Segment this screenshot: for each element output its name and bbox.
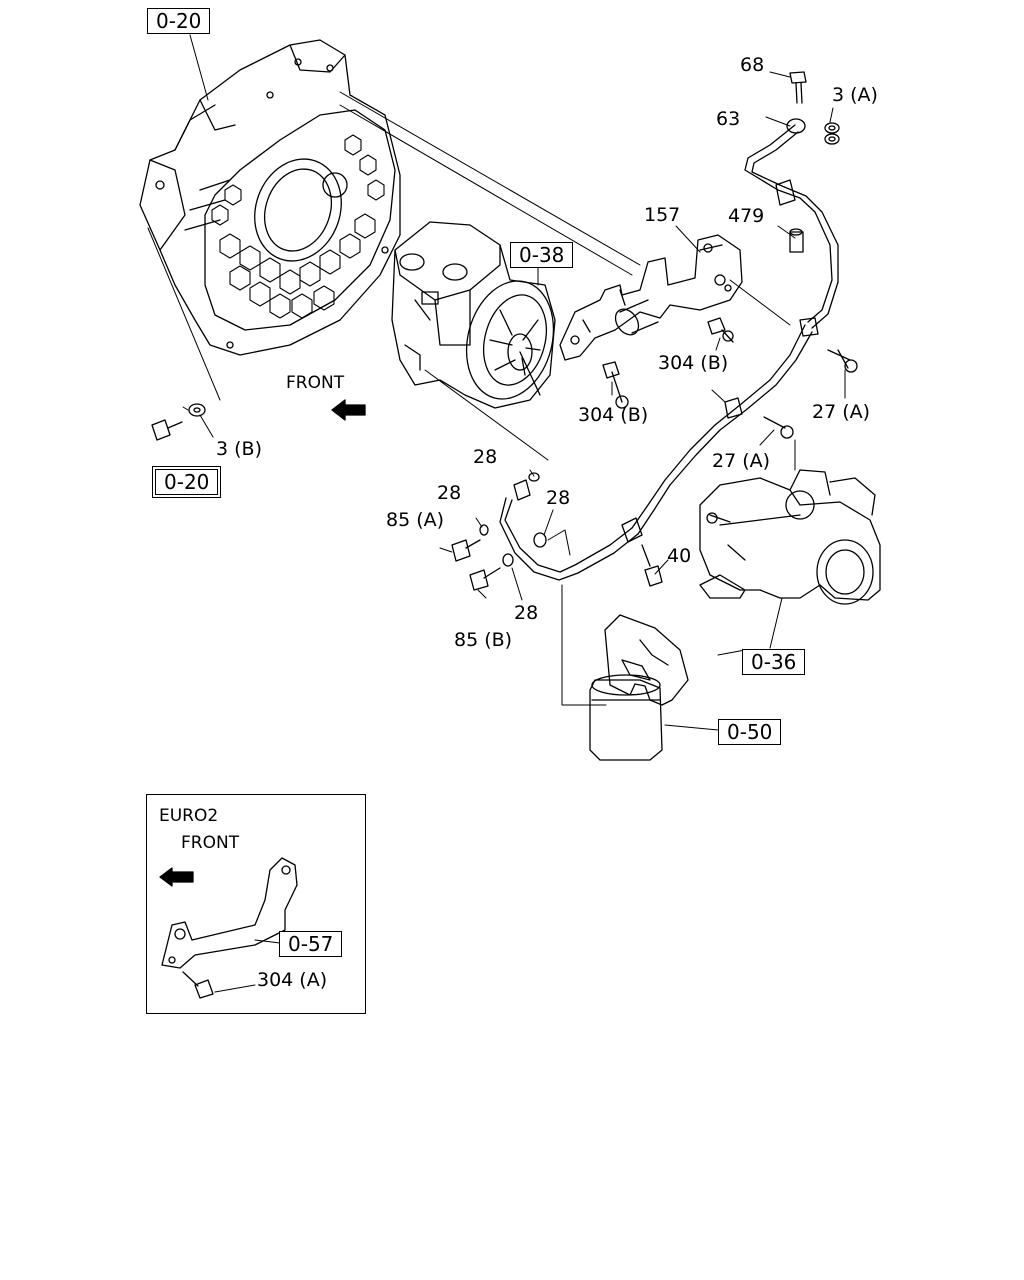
front-arrow — [331, 399, 366, 421]
part-label-63: 63 — [716, 108, 741, 130]
part-label-40: 40 — [667, 545, 692, 567]
part-label-85b: 85 (B) — [454, 629, 513, 651]
part-label-304b-lower: 304 (B) — [578, 404, 649, 426]
leader-lines — [147, 34, 846, 731]
part-label-3b: 3 (B) — [216, 438, 262, 460]
ref-box-turbocharger[interactable]: 0-36 — [742, 649, 806, 675]
turbocharger — [699, 469, 881, 605]
inset-front-label: FRONT — [181, 833, 240, 853]
bracket — [559, 234, 743, 361]
part-label-28-right: 28 — [546, 487, 571, 509]
fasteners — [151, 71, 858, 591]
ref-box-bracket-inset[interactable]: 0-57 — [279, 931, 343, 957]
ref-box-flywheel-housing-bottom[interactable]: 0-20 — [155, 469, 219, 495]
part-label-304a: 304 (A) — [257, 969, 328, 991]
part-label-28-top: 28 — [473, 446, 498, 468]
ref-box-oil-filter[interactable]: 0-50 — [718, 719, 782, 745]
part-label-85a: 85 (A) — [386, 509, 445, 531]
oil-filter — [589, 614, 689, 761]
inset-bracket — [159, 857, 298, 999]
ref-box-flywheel-housing-top[interactable]: 0-20 — [147, 8, 211, 34]
part-label-157: 157 — [644, 204, 681, 226]
part-label-27a-right: 27 (A) — [812, 401, 871, 423]
front-label: FRONT — [286, 373, 345, 393]
compressor — [391, 221, 556, 409]
flywheel-housing — [139, 39, 401, 356]
inset-title: EURO2 — [159, 806, 219, 826]
ref-box-compressor[interactable]: 0-38 — [510, 242, 574, 268]
euro2-inset: EURO2 FRONT 0-57 304 (A) — [146, 794, 366, 1014]
part-label-27a-mid: 27 (A) — [712, 450, 771, 472]
part-label-68: 68 — [740, 54, 765, 76]
part-label-304b-upper: 304 (B) — [658, 352, 729, 374]
part-label-3a: 3 (A) — [832, 84, 878, 106]
part-label-28-bottom: 28 — [514, 602, 539, 624]
part-label-28-left: 28 — [437, 482, 462, 504]
part-label-479: 479 — [728, 205, 765, 227]
oil-feed-pipe — [499, 118, 839, 581]
